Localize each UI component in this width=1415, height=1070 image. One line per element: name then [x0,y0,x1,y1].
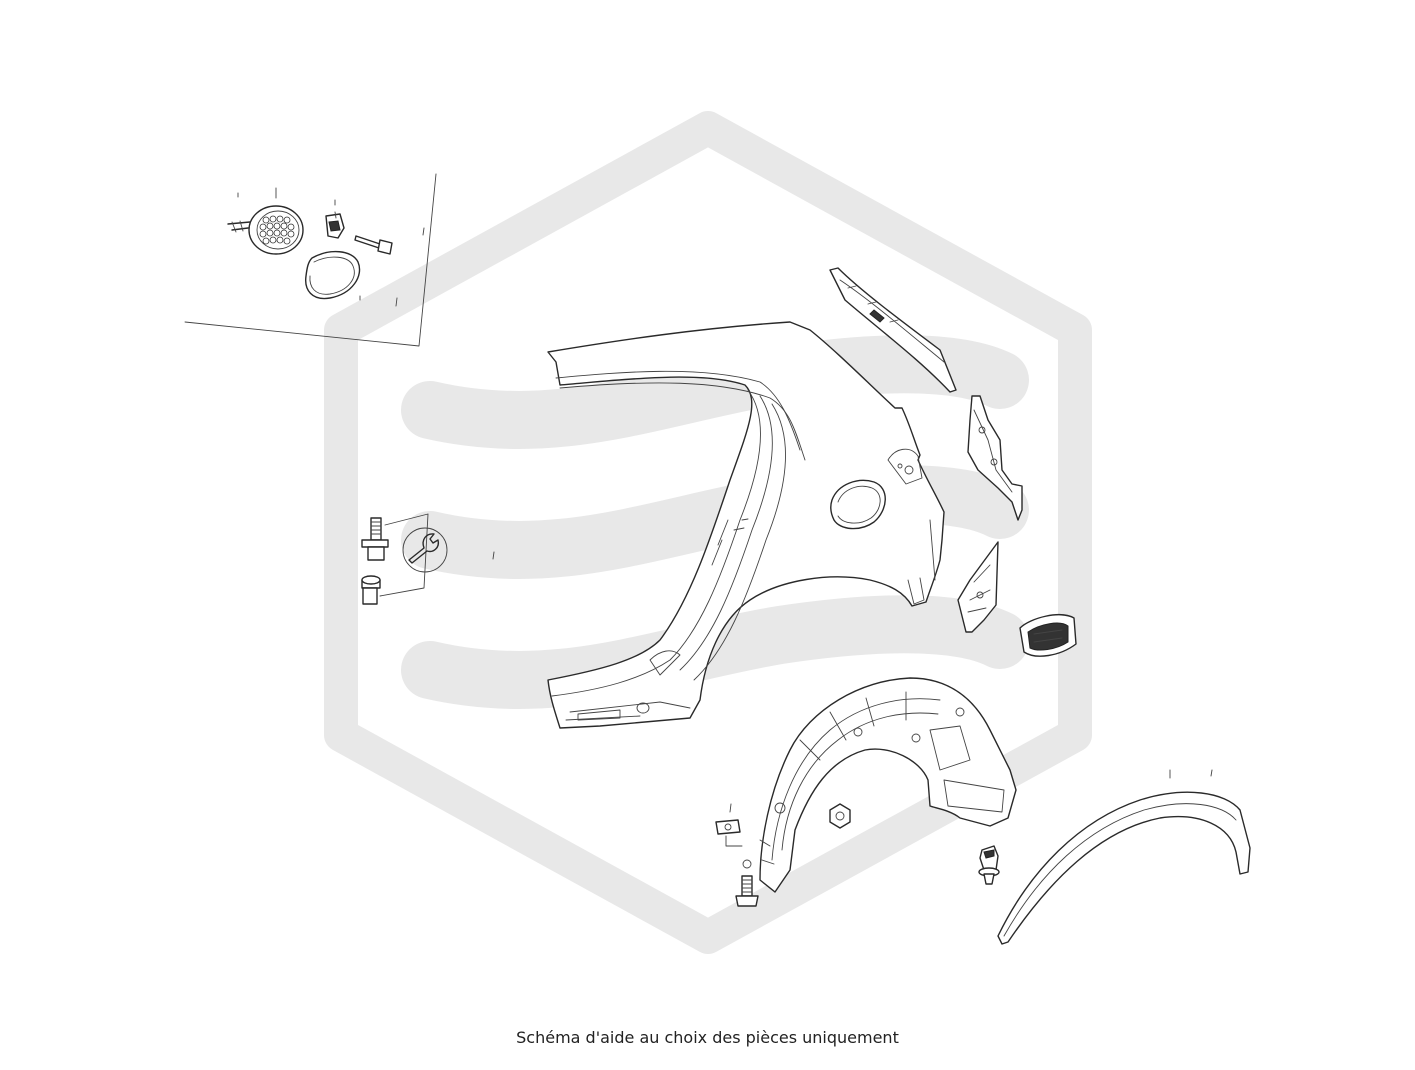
liner-nut [829,803,851,829]
fuel-door-seal-ring [305,251,361,300]
rear-quarter-panel [547,321,945,729]
wheel-arch-liner [759,677,1017,893]
fuel-door-inset-panel [184,173,437,347]
diagram-caption: Schéma d'aide au choix des pièces unique… [516,1028,899,1047]
push-clip [978,845,1000,885]
fuel-door-bolt [354,235,393,255]
liner-clip-plate [715,803,743,847]
stud-nut-assembly [361,513,429,605]
fuel-filler-cap [227,205,304,255]
lower-reinforcement-plate [957,541,999,633]
wheel-arch-trim [997,769,1251,945]
liner-screw [735,859,759,907]
fuel-door-opening [829,479,886,530]
wrench-icon [402,527,448,573]
pillar-reinforcement-strip [829,267,957,393]
reflector-unit [1019,614,1077,657]
fuel-door-clip [325,211,345,239]
rear-bracket [967,395,1023,521]
